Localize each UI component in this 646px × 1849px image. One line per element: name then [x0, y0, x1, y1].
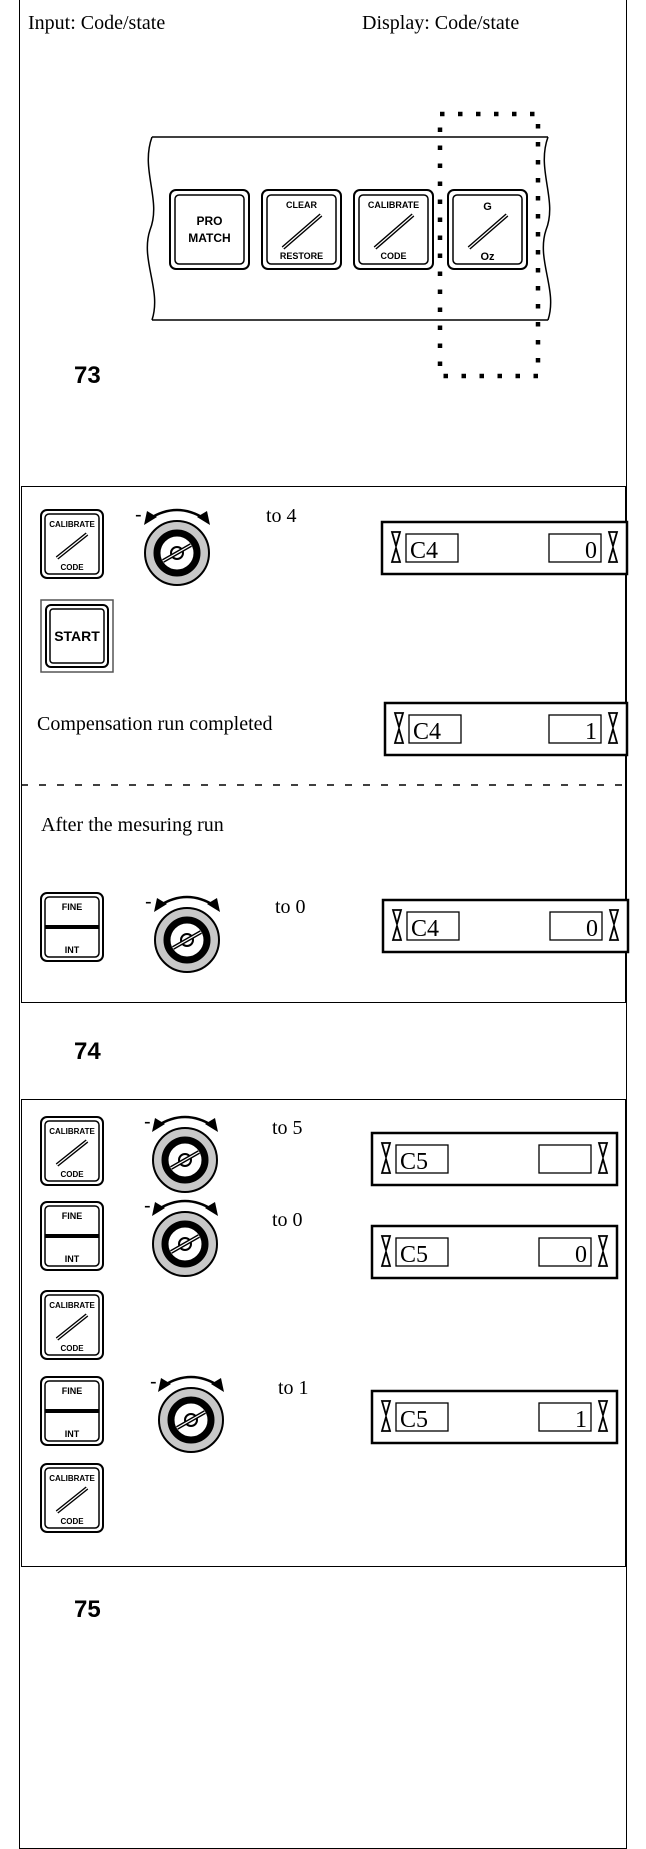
fig74-start-key: START	[40, 599, 114, 673]
svg-text:1: 1	[585, 719, 597, 745]
svg-text:0: 0	[585, 538, 597, 564]
svg-text:C4: C4	[410, 538, 438, 564]
svg-text:CODE: CODE	[60, 1517, 84, 1526]
fig75-calibrate-key-2: CALIBRATE CODE	[40, 1290, 104, 1360]
svg-text:-: -	[150, 1371, 157, 1393]
fig75-step2-text: to 0	[272, 1209, 303, 1231]
g-oz-key: G Oz	[447, 189, 528, 270]
fig74-step2-text: to 0	[275, 896, 306, 918]
fig75-display-3: C5 1	[370, 1389, 619, 1445]
svg-text:-: -	[144, 1195, 151, 1217]
svg-text:CODE: CODE	[60, 1344, 84, 1353]
svg-text:C5: C5	[400, 1149, 428, 1175]
fig75-knob-1: -	[144, 1111, 218, 1193]
svg-text:C5: C5	[400, 1407, 428, 1433]
fig75-fine-int-key-2: FINE INT	[40, 1376, 104, 1446]
svg-text:1: 1	[575, 1407, 587, 1433]
svg-text:MATCH: MATCH	[188, 231, 230, 245]
svg-text:CALIBRATE: CALIBRATE	[49, 520, 95, 529]
fig74-knob-1: -	[135, 504, 210, 586]
fig75-calibrate-key-1: CALIBRATE CODE	[40, 1116, 104, 1186]
fig75-fine-int-key-1: FINE INT	[40, 1201, 104, 1271]
fig74-after-text: After the mesuring run	[41, 814, 224, 836]
figure-75-panel	[21, 1099, 626, 1567]
svg-text:CALIBRATE: CALIBRATE	[49, 1127, 95, 1136]
svg-text:FINE: FINE	[62, 902, 83, 912]
calibrate-code-key: CALIBRATE CODE	[353, 189, 434, 270]
svg-text:CALIBRATE: CALIBRATE	[368, 200, 419, 210]
fig75-step1-text: to 5	[272, 1117, 303, 1139]
svg-text:-: -	[135, 504, 142, 526]
fig74-display-2: C4 1	[383, 701, 629, 757]
clear-restore-key: CLEAR RESTORE	[261, 189, 342, 270]
svg-text:-: -	[144, 1111, 151, 1133]
keypad-strip-diagram: PRO MATCH CLEAR RESTORE CALIBRATE CODE G	[146, 111, 552, 379]
svg-text:C5: C5	[400, 1242, 428, 1268]
fig75-knob-3: -	[150, 1371, 224, 1453]
figure-number-73: 73	[74, 362, 101, 389]
figure-number-74: 74	[74, 1038, 101, 1065]
svg-text:CLEAR: CLEAR	[286, 200, 317, 210]
fig74-fine-int-key: FINE INT	[40, 892, 104, 962]
fig74-display-1: C4 0	[380, 520, 629, 576]
svg-text:C4: C4	[411, 916, 439, 942]
svg-text:CALIBRATE: CALIBRATE	[49, 1474, 95, 1483]
fig74-display-3: C4 0	[381, 898, 630, 954]
svg-text:C4: C4	[413, 719, 441, 745]
svg-text:PRO: PRO	[196, 214, 222, 228]
svg-text:-: -	[145, 891, 152, 913]
svg-text:FINE: FINE	[62, 1211, 83, 1221]
fig75-display-2: C5 0	[370, 1224, 619, 1280]
svg-text:RESTORE: RESTORE	[280, 251, 323, 261]
fig75-step3-text: to 1	[278, 1377, 309, 1399]
pro-match-key: PRO MATCH	[169, 189, 250, 270]
svg-text:0: 0	[586, 916, 598, 942]
svg-text:FINE: FINE	[62, 1386, 83, 1396]
svg-text:0: 0	[575, 1242, 587, 1268]
keypad-strip	[146, 136, 552, 321]
svg-text:CODE: CODE	[380, 251, 406, 261]
fig74-step1-text: to 4	[266, 505, 297, 527]
fig75-calibrate-key-3: CALIBRATE CODE	[40, 1463, 104, 1533]
svg-text:Oz: Oz	[480, 251, 495, 263]
input-column-label: Input: Code/state	[28, 12, 166, 34]
svg-text:INT: INT	[65, 1429, 80, 1439]
figure-number-75: 75	[74, 1596, 101, 1623]
fig74-compensation-text: Compensation run completed	[37, 713, 273, 735]
display-column-label: Display: Code/state	[362, 12, 520, 34]
svg-text:INT: INT	[65, 1254, 80, 1264]
fig74-calibrate-key: CALIBRATE CODE	[40, 509, 104, 579]
fig75-knob-2: -	[144, 1195, 218, 1277]
svg-text:INT: INT	[65, 945, 80, 955]
svg-text:START: START	[54, 628, 100, 644]
fig75-display-1: C5	[370, 1131, 619, 1187]
svg-text:CODE: CODE	[60, 563, 84, 572]
svg-text:G: G	[483, 201, 492, 213]
svg-text:CALIBRATE: CALIBRATE	[49, 1301, 95, 1310]
fig74-knob-2: -	[145, 891, 220, 973]
svg-text:CODE: CODE	[60, 1170, 84, 1179]
